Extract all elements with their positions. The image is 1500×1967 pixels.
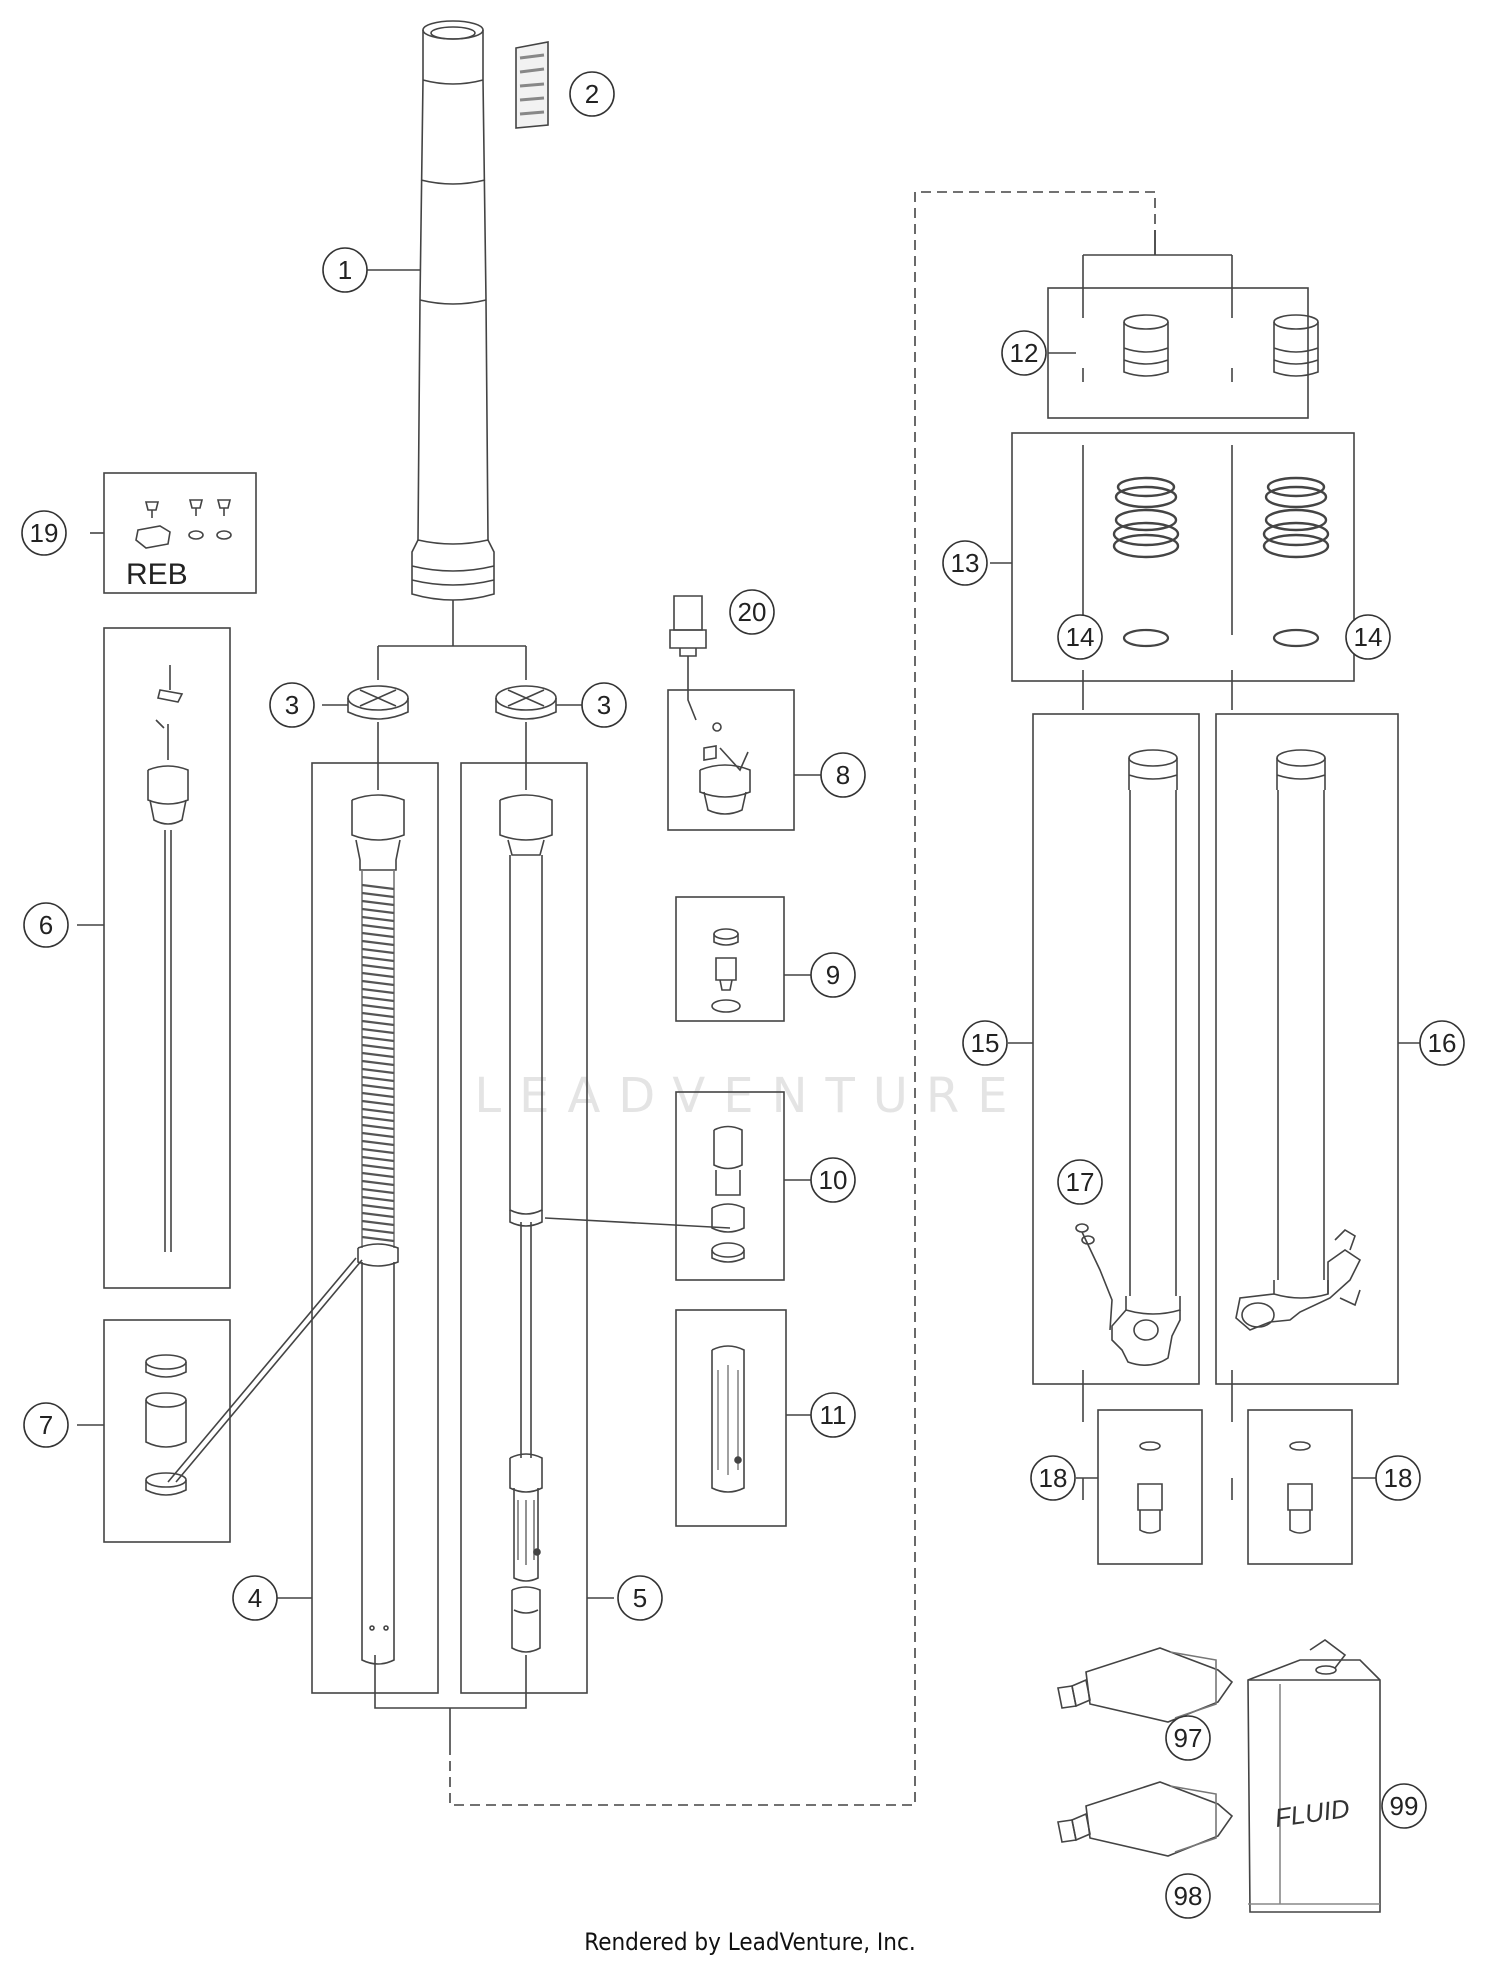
part-14-o-rings	[1122, 628, 1320, 648]
callout-2: 2	[585, 79, 599, 109]
part-2-decal	[515, 41, 549, 129]
callout-11: 11	[820, 1400, 847, 1430]
part-20-valve	[669, 595, 707, 721]
part-8-compression-adjuster	[699, 722, 751, 815]
leader-line-7	[167, 1257, 357, 1483]
footer-credit: Rendered by LeadVenture, Inc.	[584, 1928, 916, 1956]
box-part-16	[1215, 713, 1399, 1385]
callout-12: 12	[1010, 338, 1039, 368]
part-5-damping-cartridge	[499, 794, 553, 1653]
box-part-4	[311, 762, 439, 1694]
part-1-outer-tube	[411, 20, 495, 601]
part-18-bolt-right	[1287, 1441, 1313, 1534]
callout-13: 13	[951, 548, 980, 578]
callout-3-right: 3	[597, 690, 611, 720]
callout-20: 20	[738, 597, 767, 627]
box-part-18-right	[1247, 1409, 1353, 1565]
callout-15: 15	[971, 1028, 1000, 1058]
part-15-fork-leg-left	[1081, 749, 1181, 1366]
box-part-6	[103, 627, 231, 1289]
callout-3-left: 3	[285, 690, 299, 720]
callout-14-right: 14	[1354, 622, 1383, 652]
watermark-text: LEADVENTURE	[474, 1068, 1025, 1124]
part-13-dust-seals	[1112, 476, 1330, 559]
callout-18-right: 18	[1384, 1463, 1413, 1493]
part-18-bolt-left	[1137, 1441, 1163, 1534]
box-part-7	[103, 1319, 231, 1543]
callout-19: 19	[30, 518, 59, 548]
connector-lines	[374, 230, 1233, 1745]
part-98-grease-tube	[1057, 1781, 1234, 1857]
part-9-valve-parts	[711, 928, 741, 1013]
part-17-brake-hose-holder	[1075, 1223, 1095, 1245]
reb-label: REB	[126, 558, 188, 591]
callout-1: 1	[338, 255, 352, 285]
fluid-label: FLUID	[1273, 1793, 1352, 1833]
part-19-adjuster-parts	[135, 499, 232, 549]
dashed-assembly-connector	[449, 191, 1156, 1806]
callout-17: 17	[1066, 1167, 1095, 1197]
part-7-bushings	[145, 1354, 187, 1496]
box-part-5	[460, 762, 588, 1694]
box-part-12	[1047, 287, 1309, 419]
part-16-fork-leg-right	[1235, 749, 1362, 1331]
part-12-seals	[1123, 314, 1319, 377]
part-3-collar-left	[347, 685, 409, 720]
box-part-9	[675, 896, 785, 1022]
box-part-15	[1032, 713, 1200, 1385]
callout-18-left: 18	[1039, 1463, 1068, 1493]
part-11-cartridge-tube	[711, 1345, 745, 1493]
part-6-damper-rod	[147, 665, 189, 1252]
box-part-10	[675, 1091, 785, 1281]
box-part-11	[675, 1309, 787, 1527]
callout-14-left: 14	[1066, 622, 1095, 652]
callout-circles	[21, 71, 1465, 1919]
callout-97: 97	[1174, 1723, 1203, 1753]
leader-line-10	[544, 1217, 731, 1229]
callout-8: 8	[836, 760, 850, 790]
callout-5: 5	[633, 1583, 647, 1613]
box-part-8	[667, 689, 795, 831]
callout-4: 4	[248, 1583, 262, 1613]
callout-7: 7	[39, 1410, 53, 1440]
part-4-spring-cartridge	[351, 794, 405, 1665]
callout-9: 9	[826, 960, 840, 990]
part-99-fork-oil-can	[1247, 1639, 1381, 1913]
callout-99: 99	[1390, 1791, 1419, 1821]
callout-10: 10	[819, 1165, 848, 1195]
callout-98: 98	[1174, 1881, 1203, 1911]
part-10-piston-parts	[711, 1125, 745, 1263]
callout-numbers: 1 2 3 3 4 5 6 7 8 9 10 11 12 13 14 14 15…	[30, 79, 1457, 1911]
box-part-13	[1011, 432, 1355, 682]
callout-6: 6	[39, 910, 53, 940]
part-3-collar-right	[495, 685, 557, 720]
part-97-grease-tube	[1057, 1647, 1234, 1723]
leader-line-7b	[175, 1259, 363, 1483]
callout-16: 16	[1428, 1028, 1457, 1058]
callout-leaders	[77, 269, 1420, 1599]
box-part-18-left	[1097, 1409, 1203, 1565]
